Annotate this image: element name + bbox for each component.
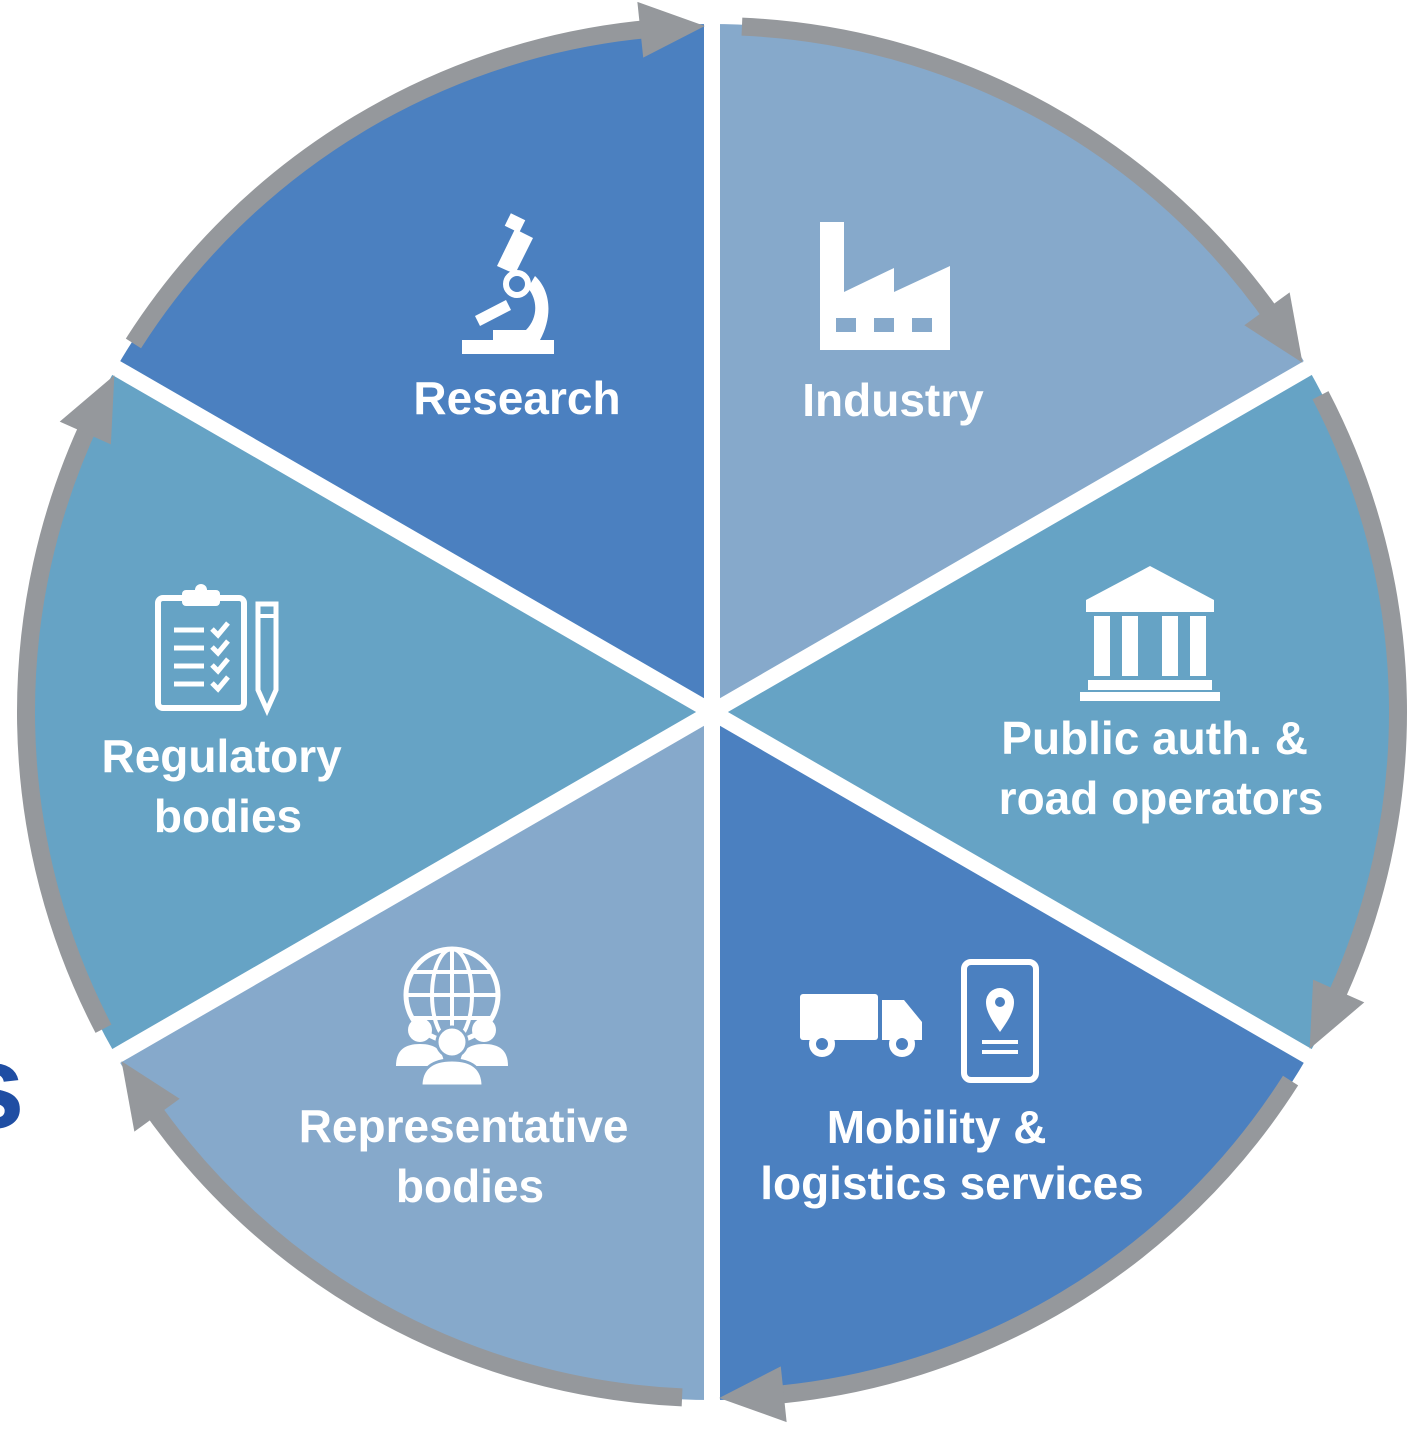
- arrow-ring: [17, 1, 1407, 1423]
- truck-icon: [800, 994, 922, 1057]
- label-industry: Industry: [802, 374, 984, 426]
- labels-layer: Research Industry Public auth. & road op…: [101, 372, 1323, 1212]
- ring-arc: [17, 412, 112, 1033]
- label-representative-bodies: Representative bodies: [299, 1100, 642, 1212]
- label-public-authorities: Public auth. & road operators: [999, 712, 1324, 824]
- label-regulatory-bodies: Regulatory bodies: [101, 730, 354, 842]
- segment-public-authorities: [712, 368, 1400, 1056]
- ring-arc: [765, 1075, 1299, 1405]
- label-mobility-logistics: Mobility & logistics services: [760, 1101, 1144, 1209]
- ring-arc: [139, 1095, 683, 1407]
- ring-arrowhead: [1244, 292, 1303, 363]
- ring-arc: [1312, 391, 1407, 1012]
- ring-arrowhead: [719, 1366, 787, 1423]
- spokes-layer: [106, 18, 1318, 1406]
- ring-arc: [741, 17, 1285, 329]
- ring-arc: [125, 19, 659, 349]
- government-building-icon: [1080, 566, 1220, 701]
- spoke-divider: [106, 705, 717, 1066]
- ring-arrowhead: [59, 375, 115, 445]
- spoke-divider: [707, 358, 1318, 719]
- clipboard-checklist-icon: [155, 584, 279, 717]
- spoke-divider: [106, 358, 717, 719]
- label-research: Research: [413, 372, 620, 424]
- spoke-divider: [707, 705, 1318, 1066]
- microscope-icon: [462, 213, 554, 354]
- ring-arrowhead: [121, 1061, 180, 1132]
- phone-map-pin-icon: [961, 959, 1039, 1083]
- globe-with-people-icon: [396, 946, 508, 1088]
- segment-regulatory-bodies: [24, 368, 712, 1056]
- ring-arrowhead: [1309, 979, 1365, 1049]
- icons-layer: [155, 213, 1220, 1088]
- ring-arrowhead: [637, 1, 705, 58]
- factory-icon: [820, 222, 950, 350]
- cut-off-edge-text: s: [0, 1020, 25, 1154]
